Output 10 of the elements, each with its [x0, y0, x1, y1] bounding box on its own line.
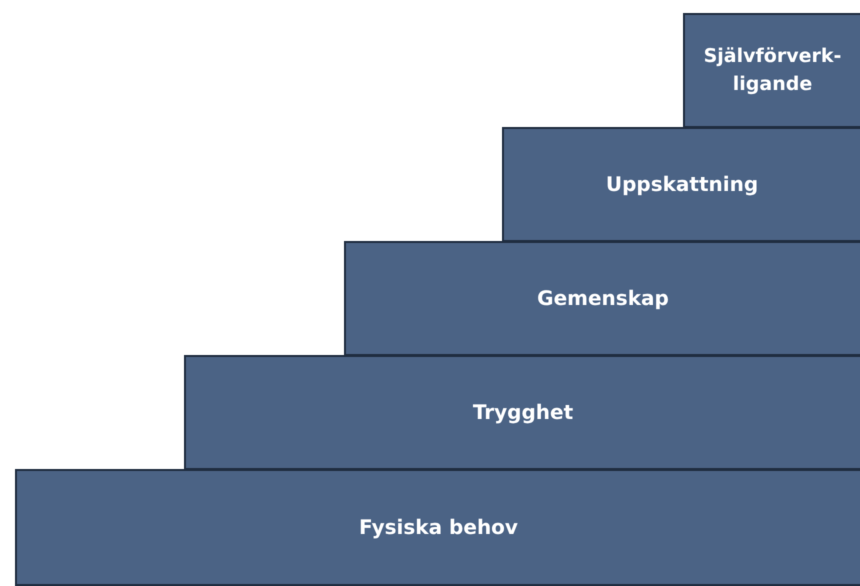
step-bar [184, 355, 860, 470]
step-label: Trygghet [472, 399, 574, 426]
step-label: Självförverk- ligande [702, 44, 842, 96]
step-label: Gemenskap [537, 285, 669, 312]
step-label: Fysiska behov [359, 514, 518, 541]
step-bar [502, 127, 860, 242]
step-label: Uppskattning [606, 171, 758, 198]
step-bar [15, 469, 860, 586]
step-bar [683, 13, 860, 128]
step-bar [344, 241, 860, 356]
